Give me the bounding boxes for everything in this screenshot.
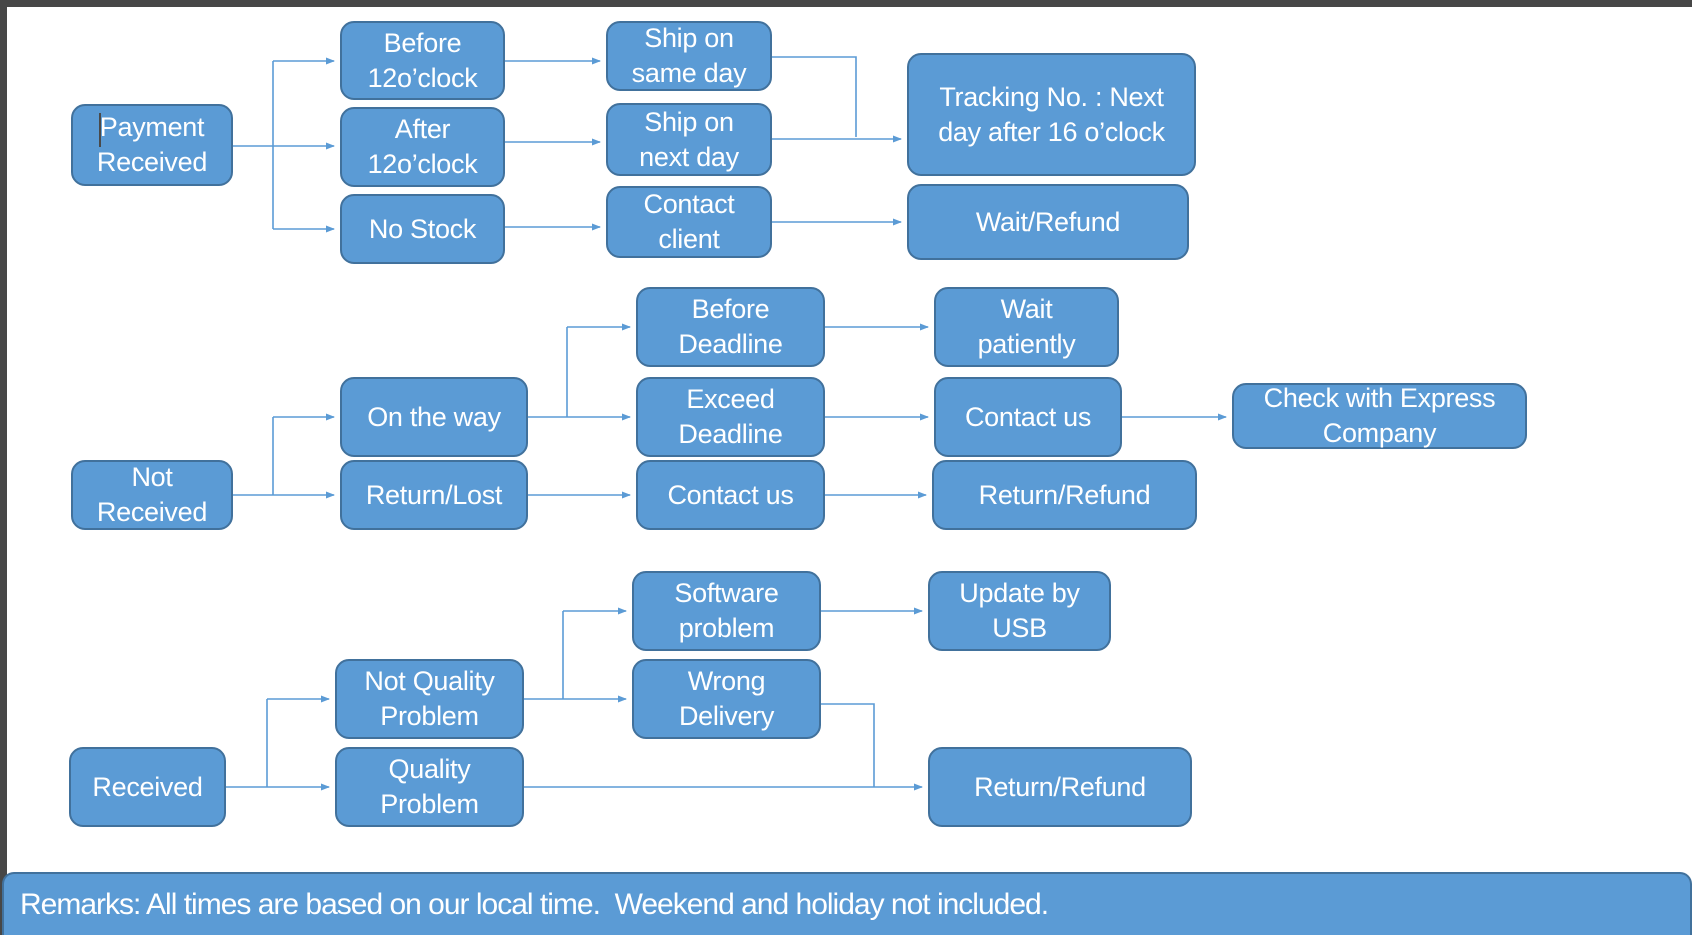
no-stock: No Stock <box>340 194 505 264</box>
node-label-line: Quality <box>388 754 471 784</box>
node-label-line: Payment <box>99 112 205 142</box>
node-label-line: Not Quality <box>364 666 495 696</box>
node-label-line: Contact us <box>667 479 794 510</box>
node-label-line: USB <box>992 613 1047 643</box>
node-label-line: Wrong <box>687 666 766 696</box>
node-label-line: client <box>658 224 720 254</box>
ship-on-same-day: Ship on same day <box>606 21 772 91</box>
node-label-line: Return/Refund <box>974 771 1146 802</box>
node-label-line: Wait/Refund <box>975 206 1121 237</box>
on-the-way: On the way <box>340 377 528 457</box>
node-label-line: Software <box>674 578 779 608</box>
return-lost: Return/Lost <box>340 460 528 530</box>
window-border-top <box>0 0 1692 7</box>
node-label-line: 12o’clock <box>367 149 478 179</box>
node-label-line: patiently <box>977 329 1076 359</box>
node-label-line: Before <box>691 294 770 324</box>
node-label-line: Problem <box>380 701 479 731</box>
node-label-line: Company <box>1322 418 1437 448</box>
node-label-line: Not <box>131 462 173 492</box>
wait-patiently: Wait patiently <box>934 287 1119 367</box>
received: Received <box>69 747 226 827</box>
node-label-line: No Stock <box>368 213 477 244</box>
remarks-text: Remarks: All times are based on our loca… <box>20 887 1049 921</box>
after-12oclock: After 12o’clock <box>340 107 505 187</box>
node-label-line: Check with Express <box>1263 383 1496 413</box>
node-label-line: Before <box>383 27 462 58</box>
return-refund-3: Return/Refund <box>928 747 1192 827</box>
contact-us: Contact us <box>636 460 825 530</box>
node-label-line: Ship on <box>644 23 734 53</box>
contact-client: Contact client <box>606 186 772 258</box>
node-label-line: Deadline <box>678 329 783 359</box>
software-problem: Software problem <box>632 571 821 651</box>
node-label-line: Problem <box>380 789 479 819</box>
node-label-line: Wait <box>1000 294 1053 324</box>
flow-line <box>821 703 875 787</box>
node-label-line: day after 16 o’clock <box>938 116 1165 147</box>
contact-us-2: Contact us <box>934 377 1122 457</box>
node-label-line: Received <box>92 771 203 802</box>
node-label-line: Deadline <box>678 419 783 449</box>
node-label-line: same day <box>631 58 747 88</box>
wait-refund: Wait/Refund <box>907 184 1189 260</box>
ship-on-next-day: Ship on next day <box>606 103 772 176</box>
return-refund-2: Return/Refund <box>932 460 1197 530</box>
node-label-line: problem <box>678 613 775 643</box>
node-label-line: 12o’clock <box>367 62 478 93</box>
node-label-line: Ship on <box>644 106 734 137</box>
before-12oclock: Before 12o’clock <box>340 21 505 100</box>
node-label-line: Received <box>96 147 208 177</box>
text-cursor <box>99 113 101 147</box>
node-label-line: Contact <box>643 189 735 219</box>
node-label-line: Exceed <box>686 384 775 414</box>
node-label-line: After <box>394 114 451 144</box>
node-label-line: Return/Lost <box>365 479 503 510</box>
node-label-line: next day <box>639 141 739 172</box>
update-by-usb: Update by USB <box>928 571 1111 651</box>
node-label-line: Update by <box>959 578 1080 608</box>
node-label-line: Received <box>96 497 208 527</box>
node-label-line: Return/Refund <box>978 479 1151 510</box>
remarks-bar: Remarks: All times are based on our loca… <box>2 872 1692 935</box>
node-label-line: Tracking No. : Next <box>939 81 1164 112</box>
node-label-line: On the way <box>367 401 501 432</box>
flow-line <box>772 56 857 137</box>
node-label-line: Delivery <box>678 701 775 731</box>
tracking-no: Tracking No. : Next day after 16 o’clock <box>907 53 1196 176</box>
node-label-line: Contact us <box>964 401 1092 432</box>
window-border-left <box>0 0 7 935</box>
